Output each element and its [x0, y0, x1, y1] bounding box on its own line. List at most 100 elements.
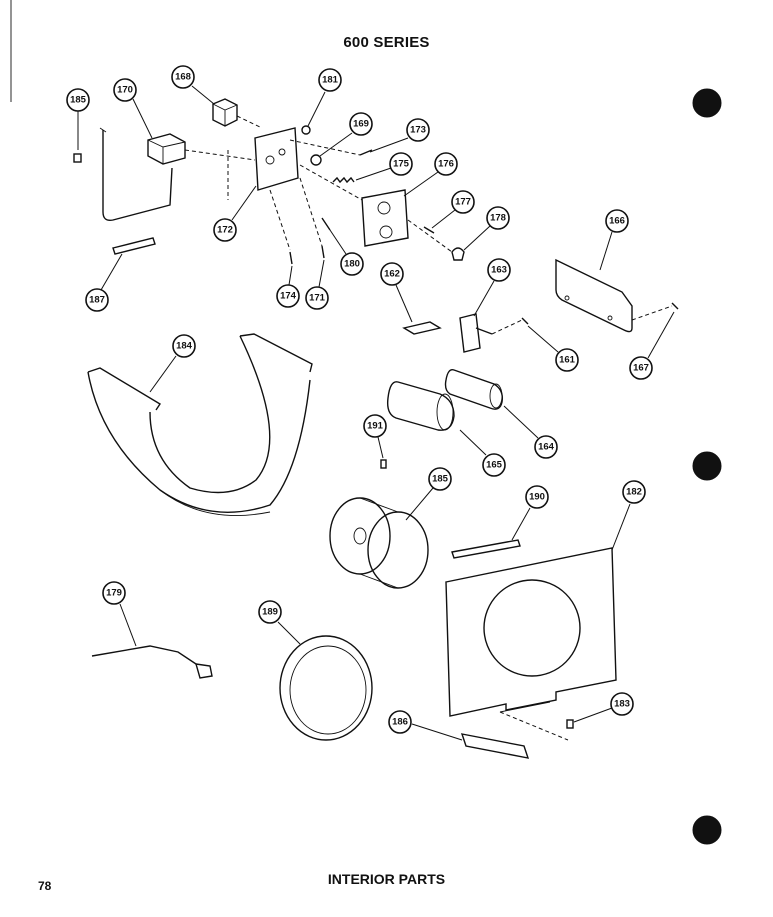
callout-166: 166	[599, 209, 629, 271]
callout-179: 179	[102, 581, 137, 647]
callout-176: 176	[403, 152, 458, 197]
svg-text:184: 184	[176, 341, 193, 352]
svg-text:191: 191	[367, 421, 384, 432]
part-clip-178	[451, 247, 465, 261]
part-screw-171	[321, 245, 325, 259]
svg-text:162: 162	[384, 269, 400, 280]
svg-text:187: 187	[89, 295, 105, 306]
svg-text:165: 165	[486, 460, 503, 471]
callout-175: 175	[355, 152, 413, 181]
part-capacitor-165	[386, 381, 455, 431]
svg-text:173: 173	[410, 125, 426, 136]
callout-172: 172	[213, 185, 257, 242]
callout-190: 190	[511, 485, 549, 541]
page-title: 600 SERIES	[343, 34, 430, 51]
part-screw-185	[73, 153, 82, 163]
part-bracket-162	[402, 321, 442, 335]
svg-text:163: 163	[491, 265, 507, 276]
part-rod-187	[112, 237, 156, 255]
binder-hole	[692, 88, 722, 118]
callout-174: 174	[276, 265, 300, 308]
svg-text:182: 182	[626, 487, 642, 498]
callout-185-wheel: 185	[405, 467, 452, 521]
callout-169: 169	[319, 112, 373, 157]
svg-text:174: 174	[280, 291, 297, 302]
callout-165: 165	[459, 429, 506, 477]
callout-178: 178	[463, 206, 510, 251]
binder-hole	[692, 451, 722, 481]
callout-173: 173	[369, 118, 430, 153]
page-number: 78	[38, 879, 52, 893]
svg-text:175: 175	[393, 159, 410, 170]
part-strip-190	[451, 539, 521, 559]
part-screw-167	[671, 302, 679, 310]
section-title: INTERIOR PARTS	[327, 871, 446, 887]
svg-text:161: 161	[559, 355, 576, 366]
svg-text:170: 170	[117, 85, 133, 96]
svg-text:185: 185	[432, 474, 449, 485]
svg-text:172: 172	[217, 225, 233, 236]
part-switch-168	[212, 98, 238, 127]
part-cover-plate-166	[555, 258, 633, 333]
callout-171: 171	[305, 259, 329, 310]
svg-text:176: 176	[438, 159, 454, 170]
svg-text:169: 169	[353, 119, 369, 130]
callout-181: 181	[307, 68, 342, 127]
part-screw-183	[566, 719, 574, 729]
svg-text:179: 179	[106, 588, 122, 599]
part-spring-175	[332, 176, 355, 184]
callout-191: 191	[363, 414, 387, 459]
svg-text:190: 190	[529, 492, 545, 503]
svg-text:186: 186	[392, 717, 408, 728]
svg-text:164: 164	[538, 442, 555, 453]
svg-text:167: 167	[633, 363, 649, 374]
callout-185: 185	[66, 88, 90, 150]
part-screw-180	[321, 217, 331, 231]
callout-167: 167	[629, 311, 675, 380]
svg-text:180: 180	[344, 259, 360, 270]
part-control-panel-176	[361, 189, 409, 247]
callout-186: 186	[388, 710, 463, 741]
part-foam-186	[460, 733, 530, 759]
svg-text:189: 189	[262, 607, 278, 618]
svg-text:178: 178	[490, 213, 506, 224]
part-bracket-172	[254, 127, 299, 191]
svg-text:166: 166	[609, 216, 625, 227]
svg-text:168: 168	[175, 72, 191, 83]
callout-163: 163	[473, 258, 511, 317]
svg-text:177: 177	[455, 197, 471, 208]
part-screw-173	[359, 149, 373, 156]
callout-168: 168	[171, 65, 215, 105]
part-screw-177	[423, 226, 435, 234]
part-screw-191	[380, 459, 387, 469]
part-blower-wheel-185	[329, 497, 429, 589]
callout-189: 189	[258, 600, 301, 645]
part-bracket-163	[459, 313, 493, 353]
callout-187: 187	[85, 253, 123, 312]
binder-hole	[692, 815, 722, 845]
svg-text:171: 171	[309, 293, 326, 304]
part-blower-panel-182	[445, 547, 617, 717]
part-ring-189	[279, 635, 373, 741]
svg-text:181: 181	[322, 75, 339, 86]
part-nut-181	[301, 125, 311, 135]
callout-164: 164	[503, 405, 558, 459]
callout-182: 182	[611, 480, 646, 551]
callout-162: 162	[380, 262, 413, 323]
svg-text:185: 185	[70, 95, 87, 106]
part-power-cord-179	[91, 645, 197, 665]
part-washer-169	[310, 154, 322, 166]
part-thermostat-170	[99, 127, 186, 222]
callout-184: 184	[149, 334, 196, 393]
callout-183: 183	[573, 692, 634, 723]
part-capacitor-164	[444, 369, 504, 410]
part-screw-174	[289, 251, 293, 265]
callout-180: 180	[329, 229, 364, 276]
callout-177: 177	[431, 190, 475, 229]
callout-170: 170	[113, 78, 153, 139]
callout-161: 161	[527, 325, 579, 372]
part-screw-161	[521, 317, 529, 325]
svg-text:183: 183	[614, 699, 630, 710]
